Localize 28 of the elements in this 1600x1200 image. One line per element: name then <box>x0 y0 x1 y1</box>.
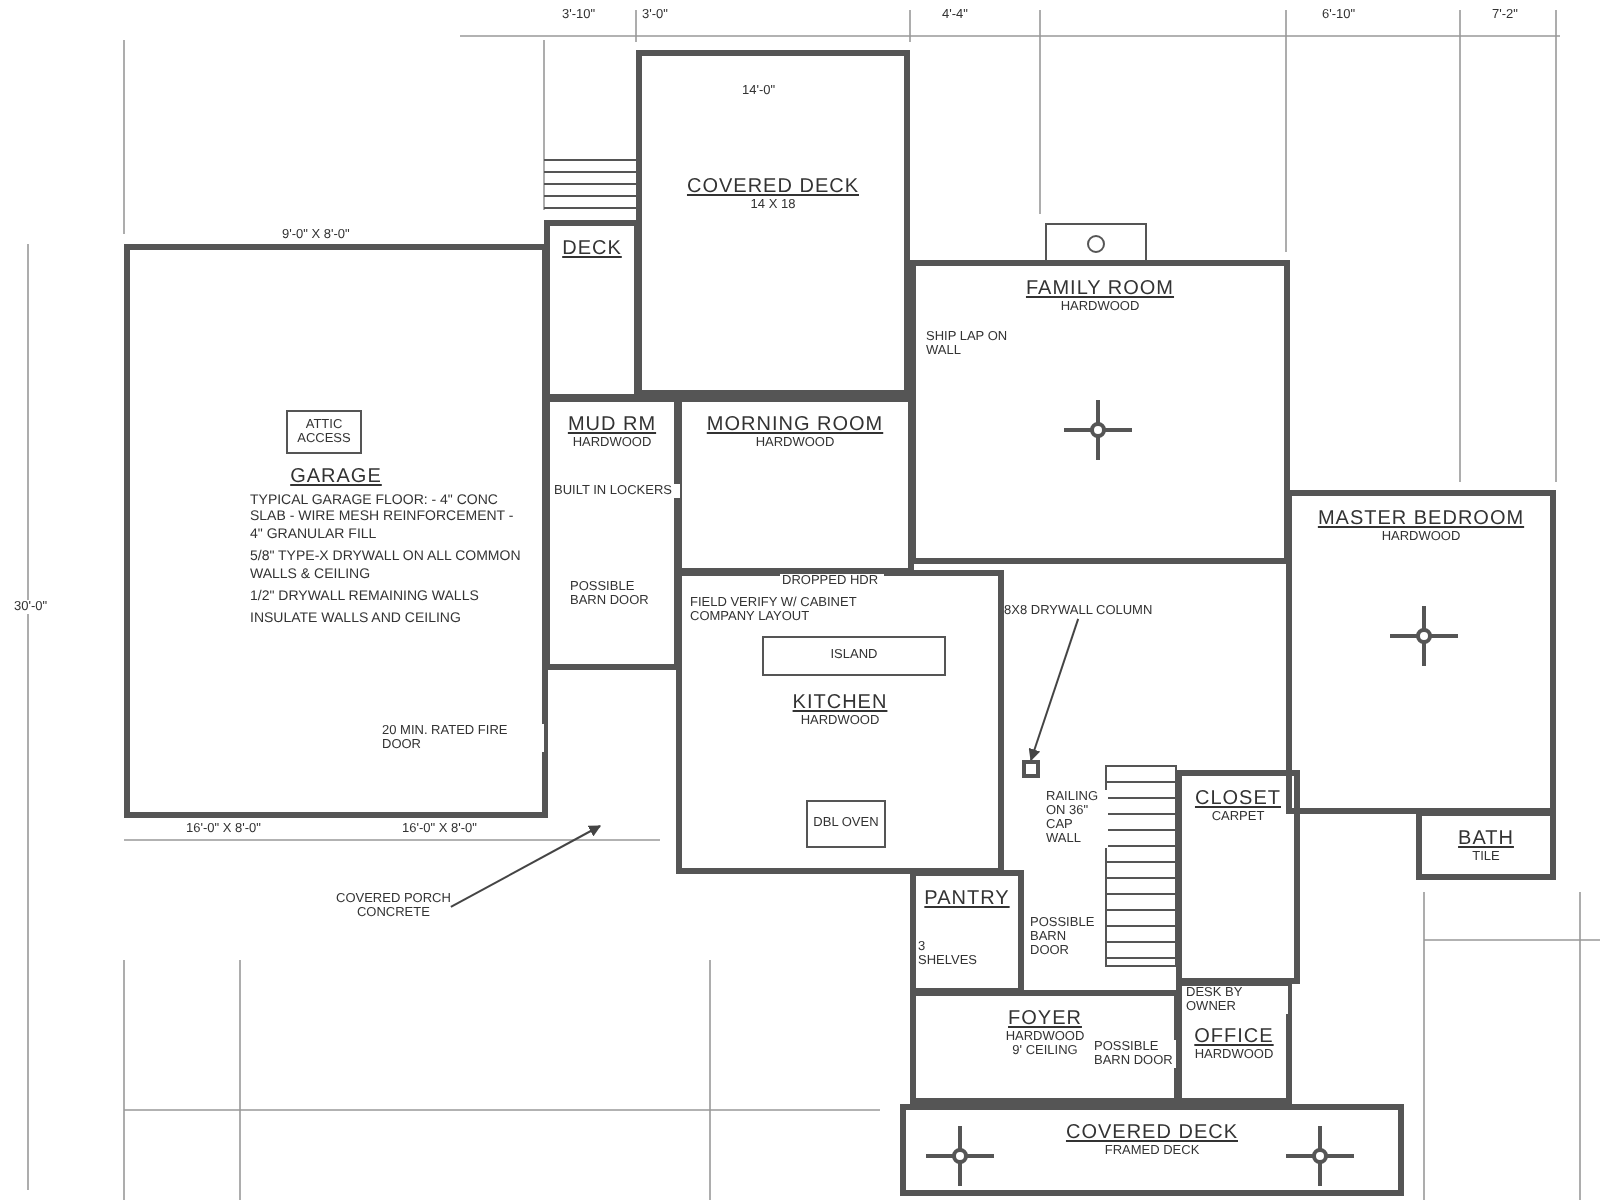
room-label: FOYER <box>1008 1008 1082 1030</box>
oven-cabinet <box>806 800 886 848</box>
room-label: MORNING ROOM <box>706 414 884 436</box>
room-outline <box>1416 810 1556 880</box>
leader-line <box>449 825 602 908</box>
attic-access-hatch <box>286 410 362 454</box>
deck-area <box>900 1104 1404 1196</box>
room-label: MASTER BEDROOM <box>1317 508 1525 530</box>
room-label: OFFICE <box>1194 1026 1274 1048</box>
room-label: GARAGE <box>290 466 382 488</box>
room-label: MUD RM <box>567 414 657 436</box>
room-label: DECK <box>562 238 622 260</box>
room-label: CLOSET <box>1194 788 1281 810</box>
deck-area <box>544 220 640 400</box>
room-outline <box>1176 980 1292 1104</box>
room-outline <box>676 570 1004 874</box>
room-label: BATH <box>1458 828 1514 850</box>
room-label: FAMILY ROOM <box>1025 278 1175 300</box>
room-label: COVERED DECK <box>1065 1122 1238 1144</box>
room-label: PANTRY <box>924 888 1010 910</box>
room-label: KITCHEN <box>792 692 888 714</box>
leader-line <box>1028 617 1080 762</box>
deck-area <box>636 50 910 396</box>
kitchen-island <box>762 636 946 676</box>
room-label: COVERED DECK <box>686 176 859 198</box>
closet-outline <box>1176 770 1300 984</box>
column-marker <box>1022 760 1040 778</box>
room-outline <box>1286 490 1556 814</box>
